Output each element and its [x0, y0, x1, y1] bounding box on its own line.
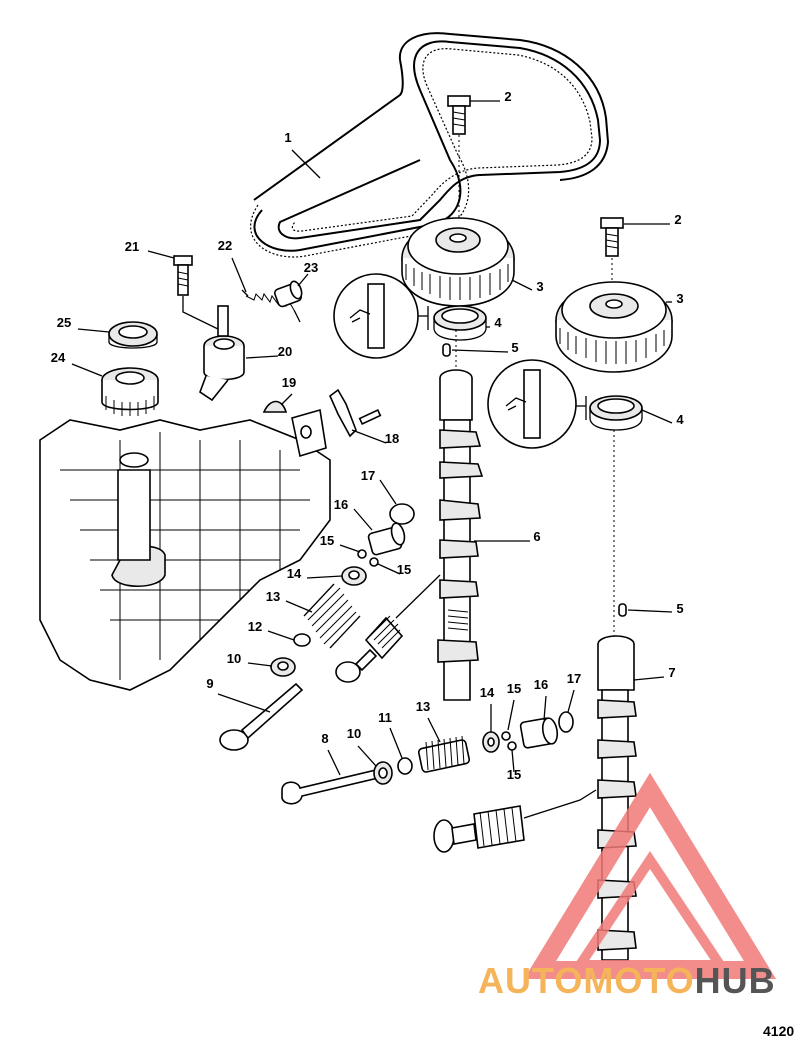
callout-1: 1 — [284, 130, 291, 145]
callout-15: 15 — [397, 562, 411, 577]
callout-3: 3 — [536, 279, 543, 294]
bolt-upper-left — [447, 95, 471, 225]
figure-id: 4120 — [763, 1023, 794, 1039]
callout-5: 5 — [676, 601, 683, 616]
spring-13-left — [303, 583, 361, 649]
callout-23: 23 — [304, 260, 318, 275]
callout-11: 11 — [378, 710, 392, 725]
callout-24: 24 — [51, 350, 66, 365]
lifter-16-left — [367, 522, 406, 556]
callout-21: 21 — [125, 239, 139, 254]
callout-10: 10 — [347, 726, 361, 741]
callout-16: 16 — [334, 497, 348, 512]
callout-18: 18 — [385, 431, 399, 446]
leader-lines — [71, 100, 673, 776]
callout-10: 10 — [227, 651, 241, 666]
callout-8: 8 — [321, 731, 328, 746]
seal-12-left — [293, 633, 311, 647]
callout-3: 3 — [676, 291, 683, 306]
oil-seal-detail-right — [487, 359, 643, 449]
callout-17: 17 — [361, 468, 375, 483]
callout-14: 14 — [287, 566, 302, 581]
callout-4: 4 — [494, 315, 502, 330]
callout-2: 2 — [504, 89, 511, 104]
watermark-brand-part1: AUTOMOTO — [478, 960, 695, 1001]
watermark-text: AUTOMOTOHUB — [478, 960, 776, 1001]
callout-20: 20 — [278, 344, 292, 359]
dowel-pin-left — [442, 343, 451, 357]
camshaft-intake — [437, 330, 484, 701]
callout-14: 14 — [480, 685, 495, 700]
woodruff-key-19 — [262, 400, 288, 413]
callout-7: 7 — [668, 665, 675, 680]
tensioner-20 — [199, 305, 245, 402]
spring-13-lower — [417, 735, 471, 773]
callout-2: 2 — [674, 212, 681, 227]
callout-19: 19 — [282, 375, 296, 390]
bracket-18 — [291, 388, 382, 458]
camshaft-pulley-right — [555, 281, 673, 373]
bucket-17-lower — [558, 711, 574, 733]
valve-assembly-lower — [433, 789, 597, 853]
oil-seal-detail-left — [333, 273, 487, 359]
cylinder-head — [39, 419, 331, 691]
callout-15: 15 — [507, 767, 521, 782]
washer-10-left — [270, 657, 296, 677]
callout-9: 9 — [206, 676, 213, 691]
callout-4: 4 — [676, 412, 684, 427]
retainer-14-left — [341, 566, 367, 586]
callout-15: 15 — [507, 681, 521, 696]
bolt-upper-right — [600, 217, 624, 300]
callout-labels: 1223344556789101011121313141415151515161… — [51, 89, 685, 782]
drive-gear-24 — [101, 367, 159, 416]
callout-13: 13 — [416, 699, 430, 714]
dowel-pin-right — [618, 603, 627, 617]
lifter-16-lower — [519, 717, 559, 749]
washer-10-lower — [373, 761, 393, 785]
seal-11 — [397, 757, 413, 775]
watermark-logo — [523, 772, 777, 979]
callout-6: 6 — [533, 529, 540, 544]
valve-8 — [281, 769, 379, 805]
oil-seal-25 — [108, 321, 158, 349]
camshaft-pulley-left — [401, 217, 515, 307]
watermark-brand-part2: HUB — [695, 960, 776, 1001]
callout-5: 5 — [511, 340, 518, 355]
callout-13: 13 — [266, 589, 280, 604]
keeper-15-lower — [501, 731, 517, 751]
callout-15: 15 — [320, 533, 334, 548]
valve-assembly-left — [335, 574, 441, 683]
callout-12: 12 — [248, 619, 262, 634]
valve-9 — [219, 682, 304, 751]
callout-22: 22 — [218, 238, 232, 253]
retainer-14-lower — [482, 731, 500, 753]
tensioner-bolt-21 — [173, 255, 221, 331]
callout-25: 25 — [57, 315, 71, 330]
bucket-17-left — [389, 503, 415, 525]
callout-16: 16 — [534, 677, 548, 692]
callout-17: 17 — [567, 671, 581, 686]
